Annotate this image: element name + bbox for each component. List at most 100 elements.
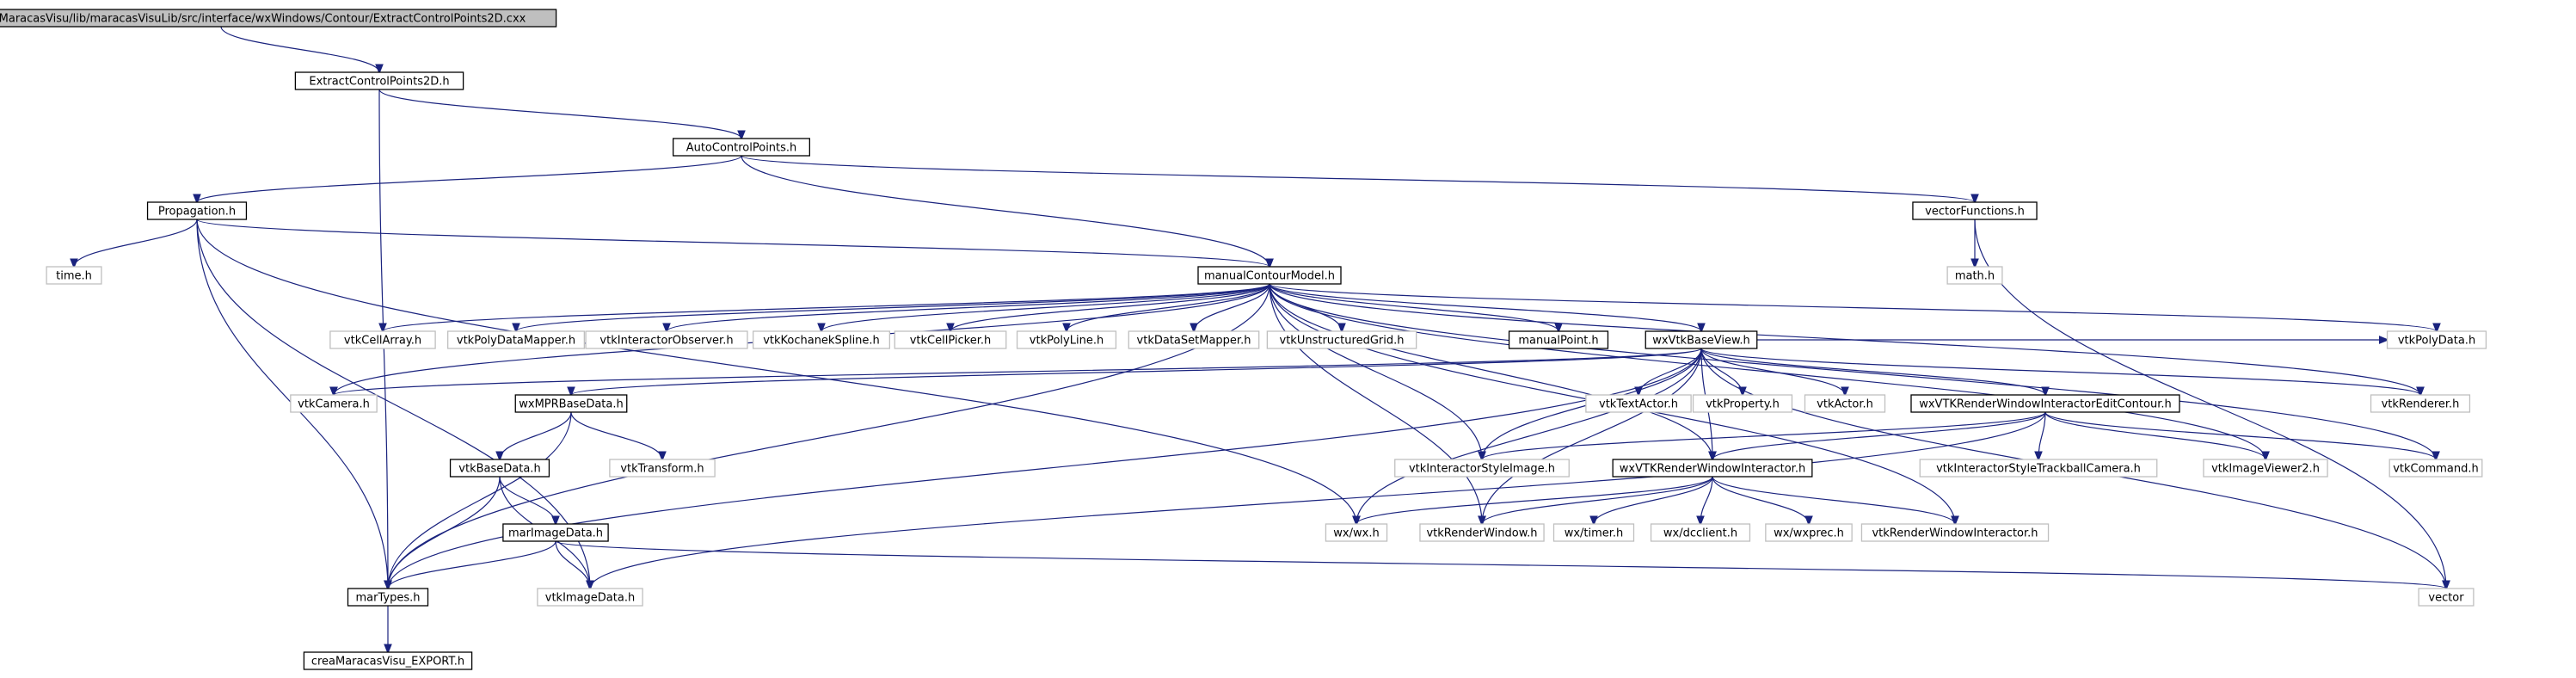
node-actor: vtkActor.h — [1804, 394, 1886, 413]
node-box — [502, 523, 609, 542]
node-box — [1612, 459, 1813, 478]
node-box — [1394, 459, 1570, 478]
node-box — [303, 651, 473, 670]
node-label: creaMaracasVisu_EXPORT.h — [311, 656, 464, 669]
node-acp[interactable]: AutoControlPoints.h — [673, 138, 811, 157]
edge-wxvtkbase-to-wxwx — [1356, 348, 1702, 524]
node-box — [1419, 523, 1545, 542]
node-box — [2370, 394, 2471, 413]
node-box — [1910, 394, 2180, 413]
edge-prop-to-wxwx — [196, 219, 1356, 524]
node-textactor: vtkTextActor.h — [1585, 394, 1692, 413]
node-wxvtkbase[interactable]: wxVtkBaseView.h — [1645, 330, 1758, 349]
edge-wxvtkbase-to-rwiedit — [1700, 348, 2045, 395]
node-label: vtkImageData.h — [545, 592, 635, 605]
node-label: vectorFunctions.h — [1925, 206, 2025, 219]
node-mprbase[interactable]: wxMPRBaseData.h — [514, 394, 628, 413]
edge-wxvtkbase-to-martypes — [388, 348, 1702, 589]
node-label: vector — [2428, 592, 2464, 605]
node-datasetmapper: vtkDataSetMapper.h — [1128, 330, 1260, 349]
node-label: vtkCellPicker.h — [910, 335, 992, 348]
node-box — [1266, 330, 1417, 349]
node-layer: C:/Creatis/creaMaracasVisu/lib/maracasVi… — [0, 9, 2487, 670]
node-ugrid: vtkUnstructuredGrid.h — [1266, 330, 1417, 349]
edge-wxrwi-to-timer — [1594, 476, 1713, 524]
node-label: wxMPRBaseData.h — [519, 398, 623, 411]
edge-mprbase-to-transform — [570, 411, 662, 459]
edge-wxvtkbase-to-renderwindow — [1482, 348, 1702, 524]
node-istrackball: vtkInteractorStyleTrackballCamera.h — [1919, 459, 2158, 478]
node-transform: vtkTransform.h — [609, 459, 716, 478]
edge-rwiedit-to-wxrwi — [1712, 411, 2046, 459]
node-box — [1804, 394, 1886, 413]
node-root[interactable]: C:/Creatis/creaMaracasVisu/lib/maracasVi… — [0, 9, 557, 28]
edge-marimage-to-vector — [555, 540, 2446, 589]
edge-mcm-to-martypes — [388, 283, 1270, 589]
node-box — [290, 394, 378, 413]
node-box — [1912, 201, 2038, 220]
node-box — [1585, 394, 1692, 413]
edge-mcm-to-kochanek — [821, 283, 1270, 331]
node-vecfun[interactable]: vectorFunctions.h — [1912, 201, 2038, 220]
edge-mcm-to-renderwindow — [1269, 283, 1482, 524]
node-label: manualContourModel.h — [1204, 270, 1335, 283]
node-label: vtkKochanekSpline.h — [763, 335, 880, 348]
node-rwiedit[interactable]: wxVTKRenderWindowInteractorEditContour.h — [1910, 394, 2180, 413]
node-label: wxVTKRenderWindowInteractor.h — [1620, 463, 1805, 476]
node-box — [1645, 330, 1758, 349]
node-box — [609, 459, 716, 478]
node-label: vtkPolyDataMapper.h — [457, 335, 575, 348]
edge-mcm-to-cellarray — [383, 283, 1270, 331]
node-label: vtkUnstructuredGrid.h — [1280, 335, 1405, 348]
node-export[interactable]: creaMaracasVisu_EXPORT.h — [303, 651, 473, 670]
node-ecp2d[interactable]: ExtractControlPoints2D.h — [294, 71, 464, 90]
node-box — [1325, 523, 1388, 542]
node-box — [673, 138, 811, 157]
edge-wxvtkbase-to-textactor — [1638, 348, 1702, 395]
node-box — [1197, 266, 1342, 285]
node-label: vtkRenderer.h — [2382, 398, 2460, 411]
node-mcm[interactable]: manualContourModel.h — [1197, 266, 1342, 285]
node-label: wx/timer.h — [1565, 527, 1624, 540]
edge-rwiedit-to-isimage — [1482, 411, 2046, 459]
node-label: vtkActor.h — [1817, 398, 1873, 411]
node-label: Propagation.h — [158, 206, 236, 219]
node-box — [894, 330, 1007, 349]
node-label: wx/wx.h — [1333, 527, 1379, 540]
node-label: vtkRenderWindow.h — [1426, 527, 1537, 540]
node-label: vtkInteractorStyleTrackballCamera.h — [1936, 463, 2141, 476]
edge-wxrwi-to-rwinteractor — [1712, 476, 1955, 524]
node-label: wxVTKRenderWindowInteractorEditContour.h — [1919, 398, 2172, 411]
node-label: vtkRenderWindowInteractor.h — [1872, 527, 2038, 540]
node-kochanek: vtkKochanekSpline.h — [753, 330, 891, 349]
edge-wxvtkbase-to-camera — [334, 348, 1702, 395]
node-cellarray: vtkCellArray.h — [329, 330, 436, 349]
node-viewer2: vtkImageViewer2.h — [2203, 459, 2328, 478]
node-isimage: vtkInteractorStyleImage.h — [1394, 459, 1570, 478]
node-martypes[interactable]: marTypes.h — [347, 588, 429, 607]
node-label: time.h — [56, 270, 92, 283]
node-timer: wx/timer.h — [1552, 523, 1635, 542]
node-cellpicker: vtkCellPicker.h — [894, 330, 1007, 349]
edge-mcm-to-wxvtkbase — [1269, 283, 1701, 331]
node-label: vtkCommand.h — [2393, 463, 2479, 476]
node-wxrwi[interactable]: wxVTKRenderWindowInteractor.h — [1612, 459, 1813, 478]
node-vtkbasedata[interactable]: vtkBaseData.h — [449, 459, 550, 478]
node-label: vtkProperty.h — [1706, 398, 1780, 411]
node-label: vtkBaseData.h — [458, 463, 540, 476]
node-polyline: vtkPolyLine.h — [1016, 330, 1117, 349]
node-box — [1919, 459, 2158, 478]
edge-ecp2d-to-acp — [378, 89, 741, 139]
node-polydatamapper: vtkPolyDataMapper.h — [447, 330, 586, 349]
edge-mcm-to-interactorobs — [667, 283, 1270, 331]
node-prop[interactable]: Propagation.h — [146, 201, 248, 220]
node-label: vtkInteractorStyleImage.h — [1409, 463, 1555, 476]
node-box — [329, 330, 436, 349]
edge-acp-to-mcm — [741, 155, 1270, 267]
node-math: math.h — [1946, 266, 2003, 285]
node-manualpoint[interactable]: manualPoint.h — [1508, 330, 1609, 349]
node-marimage[interactable]: marImageData.h — [502, 523, 609, 542]
node-box — [2418, 588, 2475, 607]
node-vector: vector — [2418, 588, 2475, 607]
